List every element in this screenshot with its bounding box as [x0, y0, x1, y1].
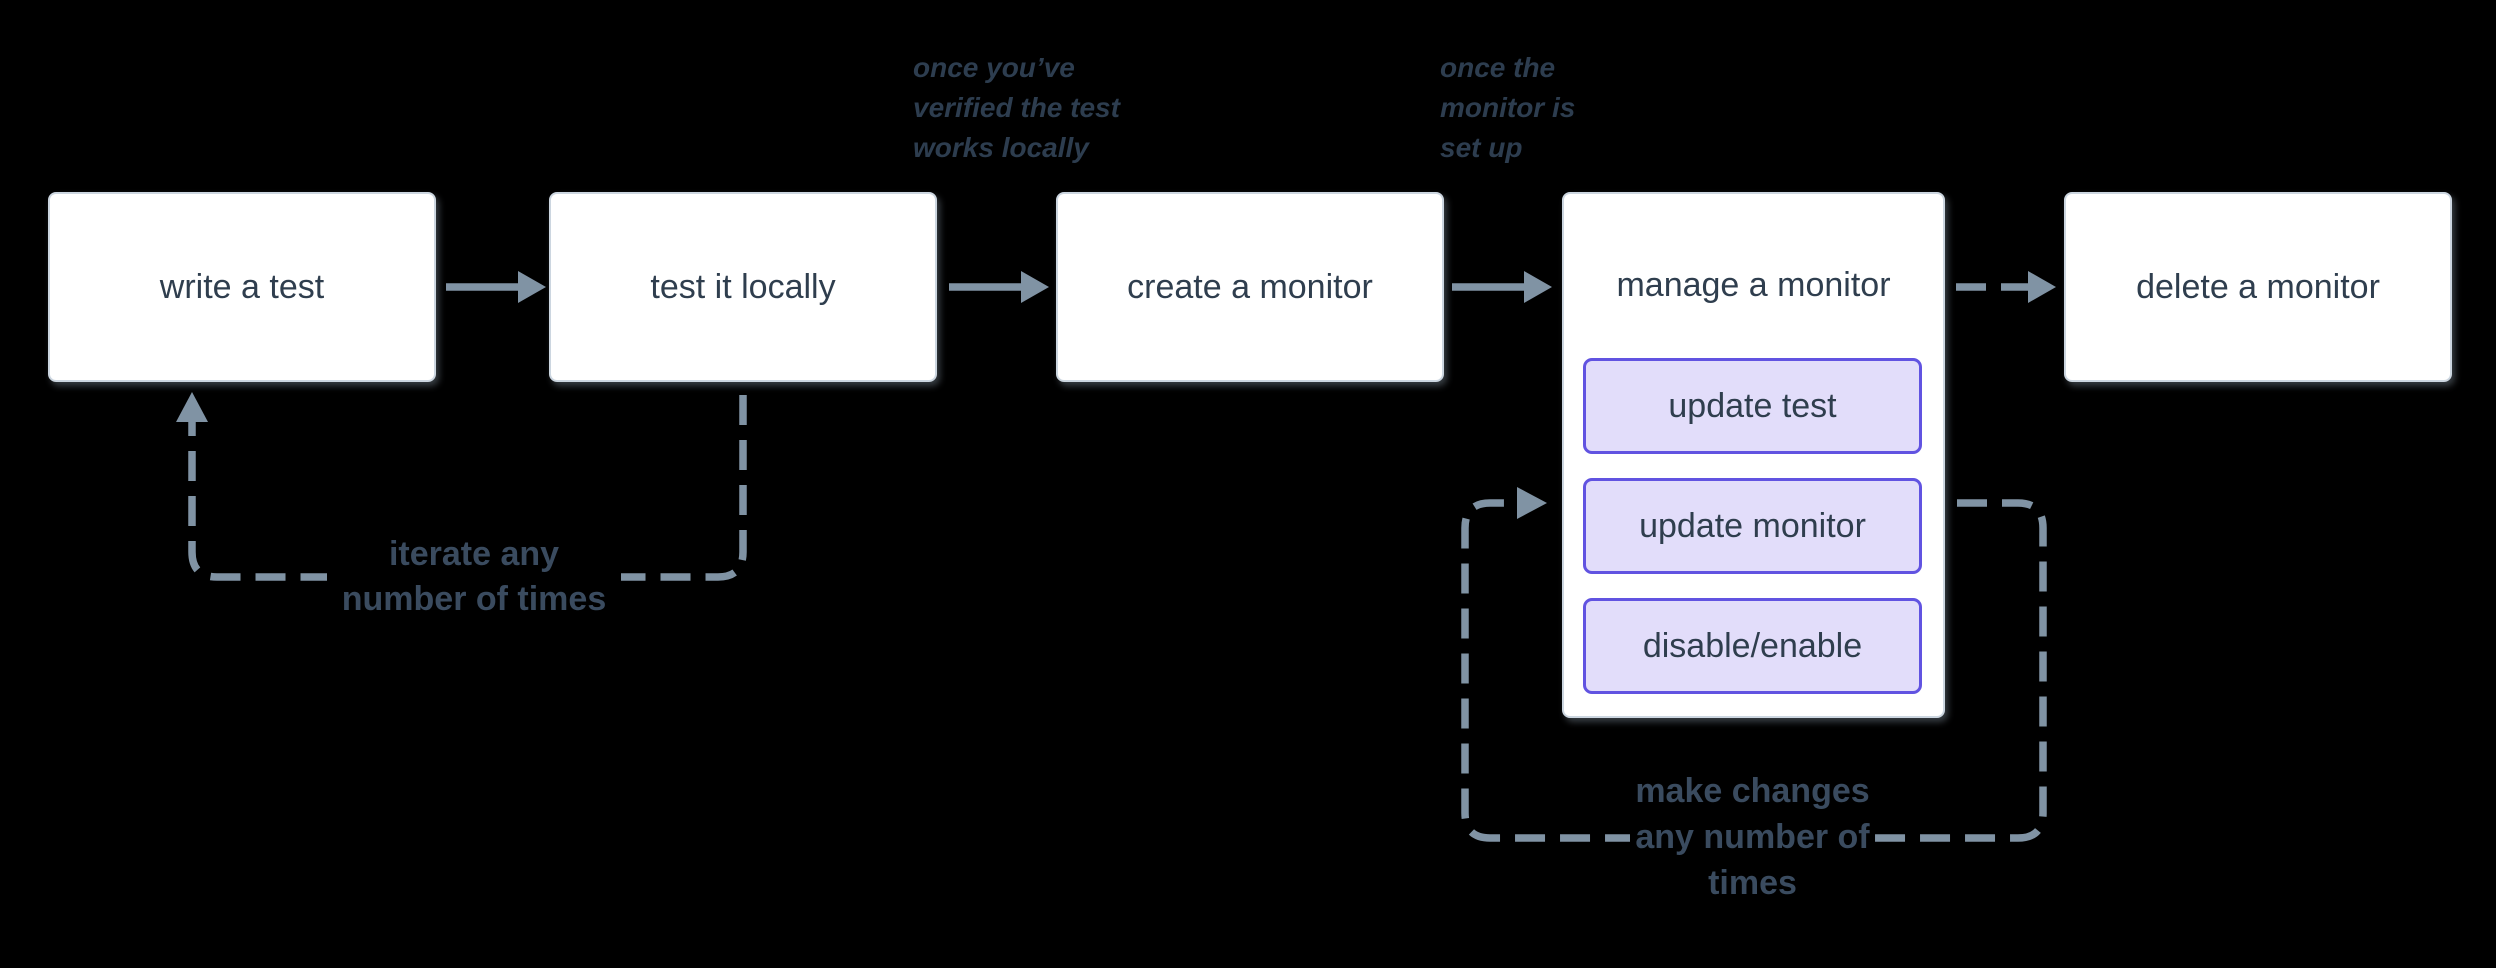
node-label: delete a monitor — [2136, 267, 2380, 306]
loop-label-line: iterate any — [388, 535, 560, 573]
node-manage-a-monitor: manage a monitor update test update moni… — [1562, 192, 1945, 718]
loop-label-line: times — [1708, 864, 1797, 902]
subnode-label: update monitor — [1639, 506, 1866, 545]
node-delete-a-monitor: delete a monitor — [2064, 192, 2452, 382]
subnode-label: update test — [1668, 386, 1837, 425]
arrow-write-to-test — [446, 271, 546, 303]
loop-iterate-path — [176, 392, 747, 581]
subnode-disable-enable: disable/enable — [1583, 598, 1922, 694]
annotation-line: verified the test — [913, 92, 1120, 123]
subnode-label: disable/enable — [1642, 626, 1863, 665]
node-label: test it locally — [650, 267, 836, 306]
node-test-it-locally: test it locally — [549, 192, 937, 382]
annotation-line: works locally — [913, 132, 1089, 163]
node-write-a-test: write a test — [48, 192, 436, 382]
loop-label-line: any number of — [1635, 818, 1870, 856]
loop-label-iterate: iterate any number of times — [327, 532, 621, 622]
annotation-line: once you’ve — [913, 52, 1075, 83]
subnode-update-test: update test — [1583, 358, 1922, 454]
loop-label-line: make changes — [1635, 772, 1870, 810]
subnode-update-monitor: update monitor — [1583, 478, 1922, 574]
node-label: manage a monitor — [1616, 266, 1891, 304]
loop-label-line: number of times — [341, 580, 607, 618]
annotation-line: once the — [1440, 52, 1556, 83]
node-create-a-monitor: create a monitor — [1056, 192, 1444, 382]
annotation-line: monitor is — [1440, 92, 1576, 123]
loop-label-make-changes: make changes any number of times — [1630, 768, 1875, 906]
arrow-create-to-manage — [1452, 271, 1552, 303]
node-label: write a test — [159, 267, 325, 306]
annotation-once-verified: once you’ve verified the test works loca… — [913, 48, 1120, 168]
annotation-line: set up — [1440, 132, 1523, 163]
arrow-manage-to-delete — [1956, 271, 2056, 303]
node-label: create a monitor — [1127, 267, 1373, 306]
arrow-test-to-create — [949, 271, 1049, 303]
annotation-once-setup: once the monitor is set up — [1440, 48, 1575, 168]
